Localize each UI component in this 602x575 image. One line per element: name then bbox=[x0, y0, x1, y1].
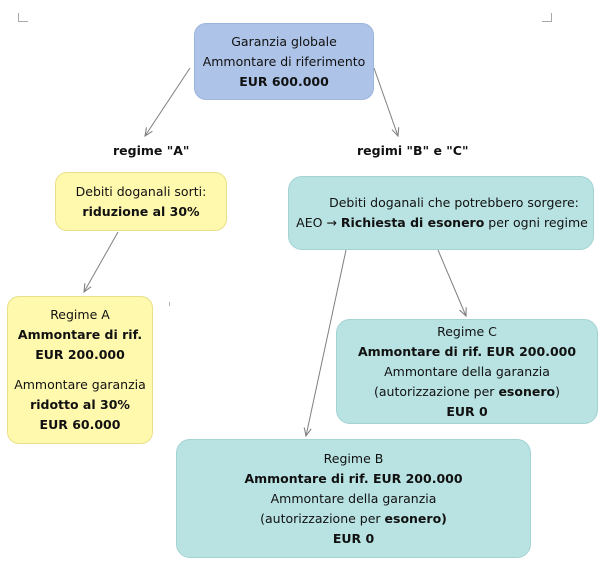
regime-a-label: regime "A" bbox=[113, 143, 190, 158]
regime-b-box: Regime B Ammontare di rif. EUR 200.000 A… bbox=[176, 439, 531, 558]
arrow-top-to-regime-a bbox=[145, 67, 191, 136]
regimes-bc-label: regimi "B" e "C" bbox=[357, 143, 469, 158]
regime-b-auth-bold: esonero) bbox=[384, 510, 447, 526]
regime-a-reduced: ridotto al 30% bbox=[30, 397, 130, 412]
reference-amount-value: EUR 600.000 bbox=[239, 73, 329, 89]
arrow-potential-to-regime-b bbox=[306, 249, 347, 436]
regime-c-auth-suffix: ) bbox=[555, 383, 560, 399]
regime-c-ref: Ammontare di rif. EUR 200.000 bbox=[357, 343, 577, 359]
regime-b-guarantee-label: Ammontare della garanzia bbox=[270, 490, 437, 506]
arrow-potential-to-regime-c bbox=[437, 249, 466, 316]
arrow-top-to-regimes-bc bbox=[373, 67, 398, 136]
potential-debts-box: Debiti doganali che potrebbero sorgere: … bbox=[288, 176, 594, 250]
per-regime-text: per ogni regime bbox=[488, 215, 588, 230]
regime-a-title: Regime A bbox=[50, 307, 110, 322]
regime-c-box: Regime C Ammontare di rif. EUR 200.000 A… bbox=[336, 319, 598, 424]
exemption-request-line: AEO → Richiesta di esonero per ogni regi… bbox=[289, 213, 593, 233]
regime-c-authorization: (autorizzazione per esonero) bbox=[337, 382, 597, 402]
regime-a-ref-value: EUR 200.000 bbox=[35, 347, 125, 362]
regime-c-title: Regime C bbox=[437, 323, 497, 339]
regime-a-box: Regime A Ammontare di rif. EUR 200.000 A… bbox=[7, 296, 153, 444]
corner-mark-top-left bbox=[18, 13, 28, 22]
regime-b-ref: Ammontare di rif. EUR 200.000 bbox=[244, 470, 463, 486]
regime-a-guarantee-label: Ammontare garanzia bbox=[14, 377, 146, 392]
global-guarantee-box: Garanzia globale Ammontare di riferiment… bbox=[194, 23, 374, 100]
aeo-prefix: AEO → bbox=[296, 215, 337, 230]
regime-b-guarantee-value: EUR 0 bbox=[332, 530, 375, 546]
global-guarantee-title: Garanzia globale bbox=[231, 33, 337, 49]
small-mark bbox=[169, 302, 170, 306]
regime-c-auth-prefix: (autorizzazione per bbox=[374, 383, 495, 399]
regime-c-guarantee-label: Ammontare della garanzia bbox=[384, 363, 550, 379]
arrow-debts-to-regime-a bbox=[84, 231, 119, 292]
regime-c-guarantee-value: EUR 0 bbox=[446, 403, 488, 419]
potential-debts-text: Debiti doganali che potrebbero sorgere: bbox=[329, 195, 579, 210]
regime-c-auth-bold: esonero bbox=[498, 383, 556, 399]
regime-b-title: Regime B bbox=[323, 450, 384, 466]
regime-a-guarantee-value: EUR 60.000 bbox=[39, 417, 121, 432]
exemption-request-text: Richiesta di esonero bbox=[340, 215, 485, 230]
reference-amount-label: Ammontare di riferimento bbox=[202, 53, 366, 69]
regime-b-auth-prefix: (autorizzazione per bbox=[260, 510, 381, 526]
regime-a-ref-label: Ammontare di rif. bbox=[17, 327, 143, 342]
reduction-text: riduzione al 30% bbox=[82, 203, 200, 219]
regime-b-authorization: (autorizzazione per esonero) bbox=[177, 509, 530, 529]
debts-incurred-box: Debiti doganali sorti: riduzione al 30% bbox=[55, 172, 227, 231]
debts-incurred-text: Debiti doganali sorti: bbox=[75, 183, 207, 199]
corner-mark-top-right bbox=[542, 13, 552, 22]
